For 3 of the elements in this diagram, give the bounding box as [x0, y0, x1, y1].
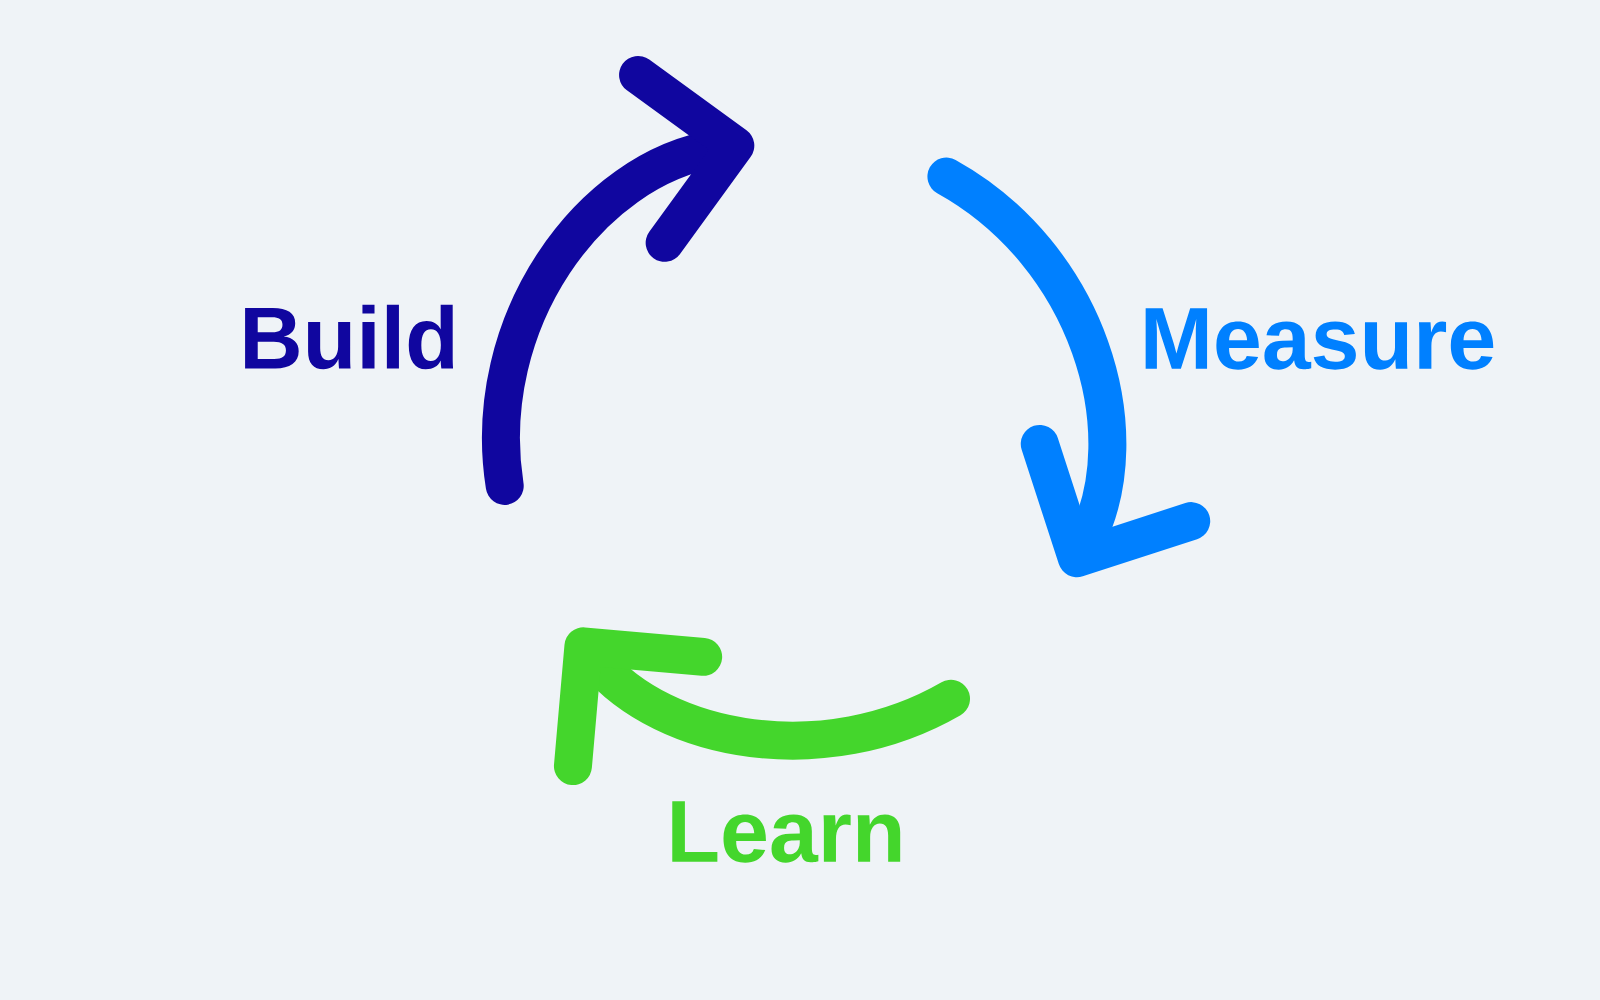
step-label: Learn [672, 801, 901, 863]
step-label: Build [245, 304, 454, 370]
step-label: Measure [1145, 308, 1494, 370]
